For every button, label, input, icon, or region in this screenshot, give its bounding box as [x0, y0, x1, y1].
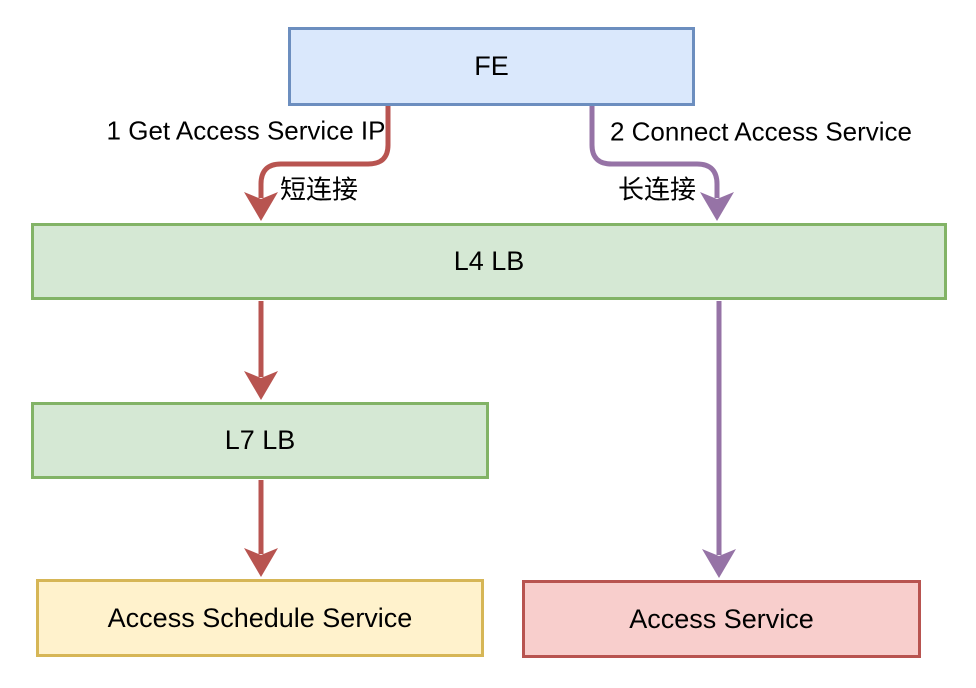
edge-l4-to-access-service	[702, 301, 736, 578]
node-l7-lb: L7 LB	[31, 402, 489, 479]
node-access-schedule-service: Access Schedule Service	[36, 579, 484, 657]
node-fe-label: FE	[474, 51, 509, 82]
node-access-schedule-service-label: Access Schedule Service	[107, 602, 413, 633]
edge-l4-to-l7	[244, 301, 278, 400]
node-l4-lb: L4 LB	[31, 223, 947, 300]
edge-sublabel-long-connection: 长连接	[617, 174, 697, 205]
edge-sublabel-short-connection: 短连接	[279, 174, 359, 205]
arrowhead-icon	[244, 548, 278, 577]
arrowhead-icon	[700, 192, 734, 221]
node-l7-lb-label: L7 LB	[224, 425, 296, 456]
node-access-service-label: Access Service	[629, 603, 814, 634]
arrowhead-icon	[244, 371, 278, 400]
edge-label-connect-access-service: 2 Connect Access Service	[609, 116, 913, 147]
node-fe: FE	[288, 27, 695, 106]
node-access-service: Access Service	[522, 580, 921, 658]
arrowhead-icon	[244, 192, 278, 221]
node-l4-lb-label: L4 LB	[453, 246, 525, 277]
edge-label-get-access-service-ip: 1 Get Access Service IP	[106, 115, 386, 146]
edge-l7-to-schedule	[244, 480, 278, 577]
arrowhead-icon	[702, 549, 736, 578]
